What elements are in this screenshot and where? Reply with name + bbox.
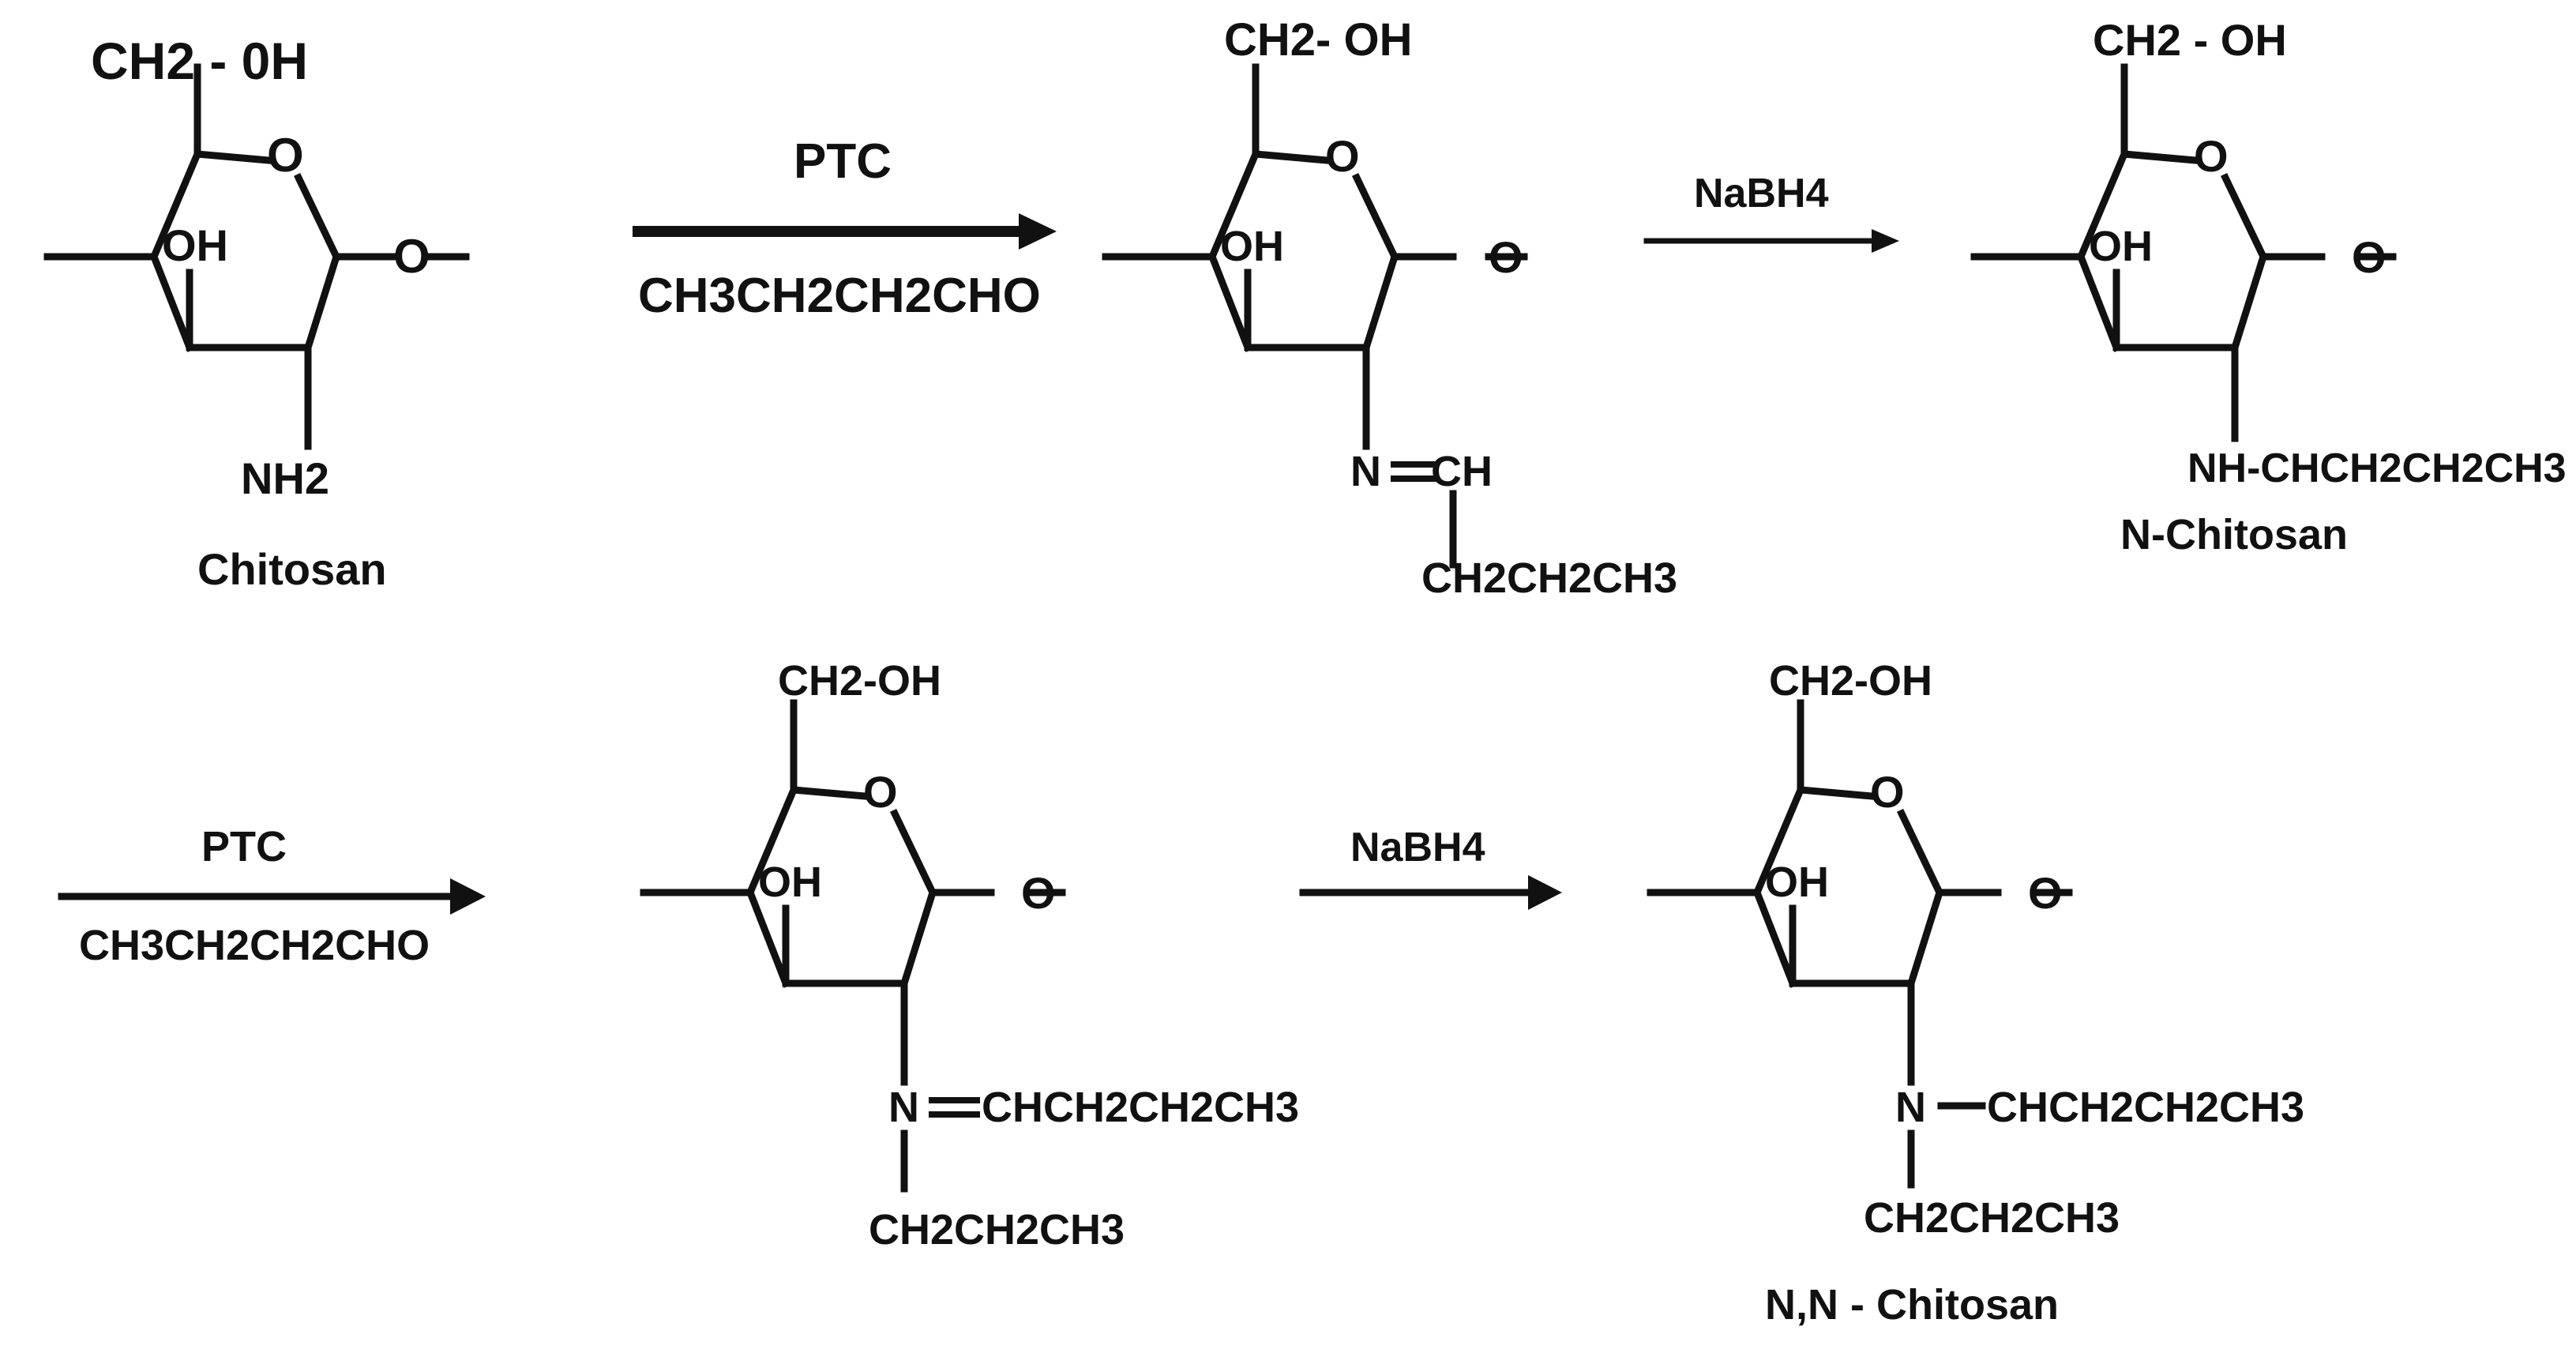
n-chitosan-name: N-Chitosan — [2120, 511, 2348, 558]
reaction-arrow-step4: NaBH4 — [1299, 825, 1562, 910]
imine2-chain-lower: CH2CH2CH3 — [869, 1206, 1125, 1253]
imine1-ch: CH — [1431, 448, 1493, 495]
step2-reagent: NaBH4 — [1694, 171, 1829, 216]
reaction-arrow-step1: PTC CH3CH2CH2CHO — [633, 134, 1057, 323]
nn-chitosan-glycosidic-oxygen: O — [2028, 868, 2063, 918]
step4-reagent: NaBH4 — [1350, 825, 1485, 870]
chitosan-amine: NH2 — [241, 453, 329, 503]
imine1-n: N — [1350, 448, 1381, 495]
n-chitosan-top-group: CH2 - OH — [2093, 15, 2287, 65]
nn-chitosan-hydroxyl: OH — [1765, 859, 1829, 906]
imine1-ring-oxygen: O — [1325, 131, 1360, 181]
chitosan-ring-oxygen: O — [267, 129, 304, 182]
imine2-ring-oxygen: O — [863, 767, 898, 817]
step1-reagent: CH3CH2CH2CHO — [638, 269, 1041, 323]
nn-chitosan-chain-lower: CH2CH2CH3 — [1864, 1194, 2120, 1242]
structure-chitosan: CH2 - 0H O OH O NH2 Chitosan — [47, 32, 466, 594]
imine1-top-group: CH2- OH — [1224, 14, 1412, 66]
imine2-chain-upper: CHCH2CH2CH3 — [982, 1084, 1299, 1131]
structure-n-chitosan: CH2 - OH O OH O NH-CHCH2CH2CH3 N-Chitosa… — [1974, 15, 2567, 558]
nn-chitosan-chain-upper: CHCH2CH2CH3 — [1987, 1084, 2304, 1131]
chitosan-top-group: CH2 - 0H — [91, 32, 308, 90]
structure-imine-1: CH2- OH O OH O N CH CH2CH2CH3 — [1106, 14, 1677, 602]
nn-chitosan-n: N — [1895, 1084, 1926, 1131]
structure-imine-2: CH2-OH O OH O N CHCH2CH2CH3 CH2CH2CH3 — [644, 657, 1299, 1253]
imine2-hydroxyl: OH — [758, 859, 822, 906]
structure-nn-chitosan: CH2-OH O OH O N CHCH2CH2CH3 CH2CH2CH3 N,… — [1650, 657, 2304, 1329]
imine1-chain: CH2CH2CH3 — [1421, 554, 1677, 602]
chitosan-hydroxyl: OH — [162, 220, 228, 270]
imine2-n: N — [888, 1084, 919, 1131]
step1-catalyst: PTC — [794, 134, 892, 189]
nn-chitosan-name: N,N - Chitosan — [1765, 1281, 2059, 1329]
n-chitosan-ring-oxygen: O — [2194, 131, 2229, 181]
chitosan-name: Chitosan — [197, 544, 387, 594]
imine1-glycosidic-oxygen: O — [1489, 232, 1523, 282]
n-chitosan-hydroxyl: OH — [2089, 223, 2153, 270]
reaction-arrow-step2: NaBH4 — [1643, 171, 1899, 253]
reaction-arrow-step3: PTC CH3CH2CH2CHO — [58, 823, 486, 969]
step3-catalyst: PTC — [201, 823, 287, 870]
step3-reagent: CH3CH2CH2CHO — [79, 922, 430, 969]
nn-chitosan-top-group: CH2-OH — [1769, 657, 1932, 705]
imine1-hydroxyl: OH — [1220, 223, 1284, 270]
imine2-glycosidic-oxygen: O — [1021, 868, 1056, 918]
chitosan-glycosidic-oxygen: O — [393, 230, 430, 283]
imine2-top-group: CH2-OH — [778, 657, 941, 705]
n-chitosan-glycosidic-oxygen: O — [2352, 232, 2386, 282]
nn-chitosan-ring-oxygen: O — [1870, 767, 1905, 817]
n-chitosan-substituent: NH-CHCH2CH2CH3 — [2187, 445, 2567, 491]
